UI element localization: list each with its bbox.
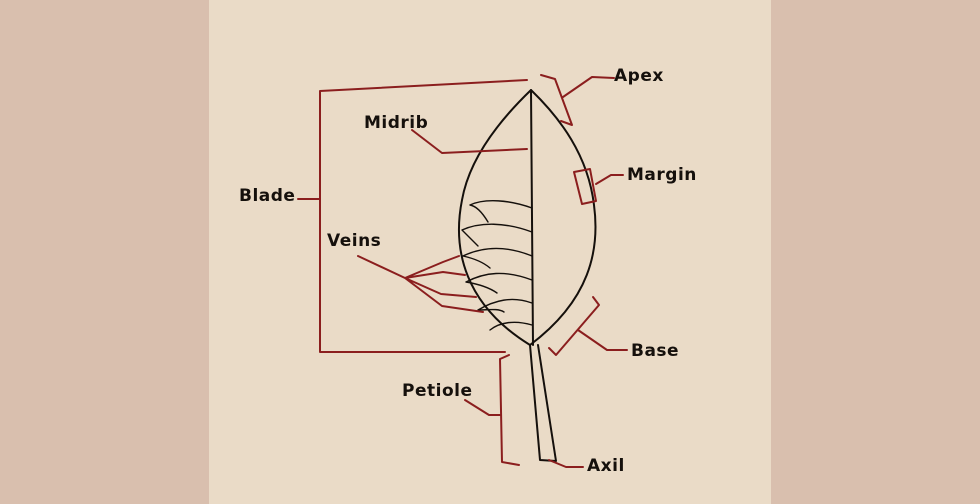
- margin-leader: [595, 174, 624, 185]
- label-margin: Margin: [627, 165, 697, 185]
- petiole-bracket: [499, 354, 520, 466]
- apex-leader: [562, 76, 615, 98]
- petiole-leader: [464, 399, 502, 416]
- base-bracket: [548, 296, 600, 356]
- leaf-blade-outline: [458, 89, 597, 346]
- margin-box: [573, 168, 597, 205]
- leader-lines: [297, 74, 628, 468]
- petiole-drawing: [529, 344, 557, 462]
- label-veins: Veins: [327, 231, 382, 251]
- label-petiole: Petiole: [402, 381, 473, 401]
- midrib-line: [530, 89, 534, 346]
- blade-bracket: [319, 79, 528, 353]
- label-apex: Apex: [614, 66, 664, 86]
- veins-leader: [357, 255, 484, 313]
- label-blade: Blade: [239, 186, 296, 206]
- label-midrib: Midrib: [364, 113, 429, 133]
- base-leader: [577, 329, 628, 351]
- paper-sheet: [209, 0, 771, 504]
- label-axil: Axil: [587, 456, 625, 476]
- midrib-leader: [411, 129, 528, 154]
- label-base: Base: [631, 341, 680, 361]
- leaf-drawing: [458, 89, 597, 462]
- apex-bracket: [540, 74, 573, 126]
- axil-leader: [548, 459, 584, 468]
- leaf-veins: [461, 200, 533, 331]
